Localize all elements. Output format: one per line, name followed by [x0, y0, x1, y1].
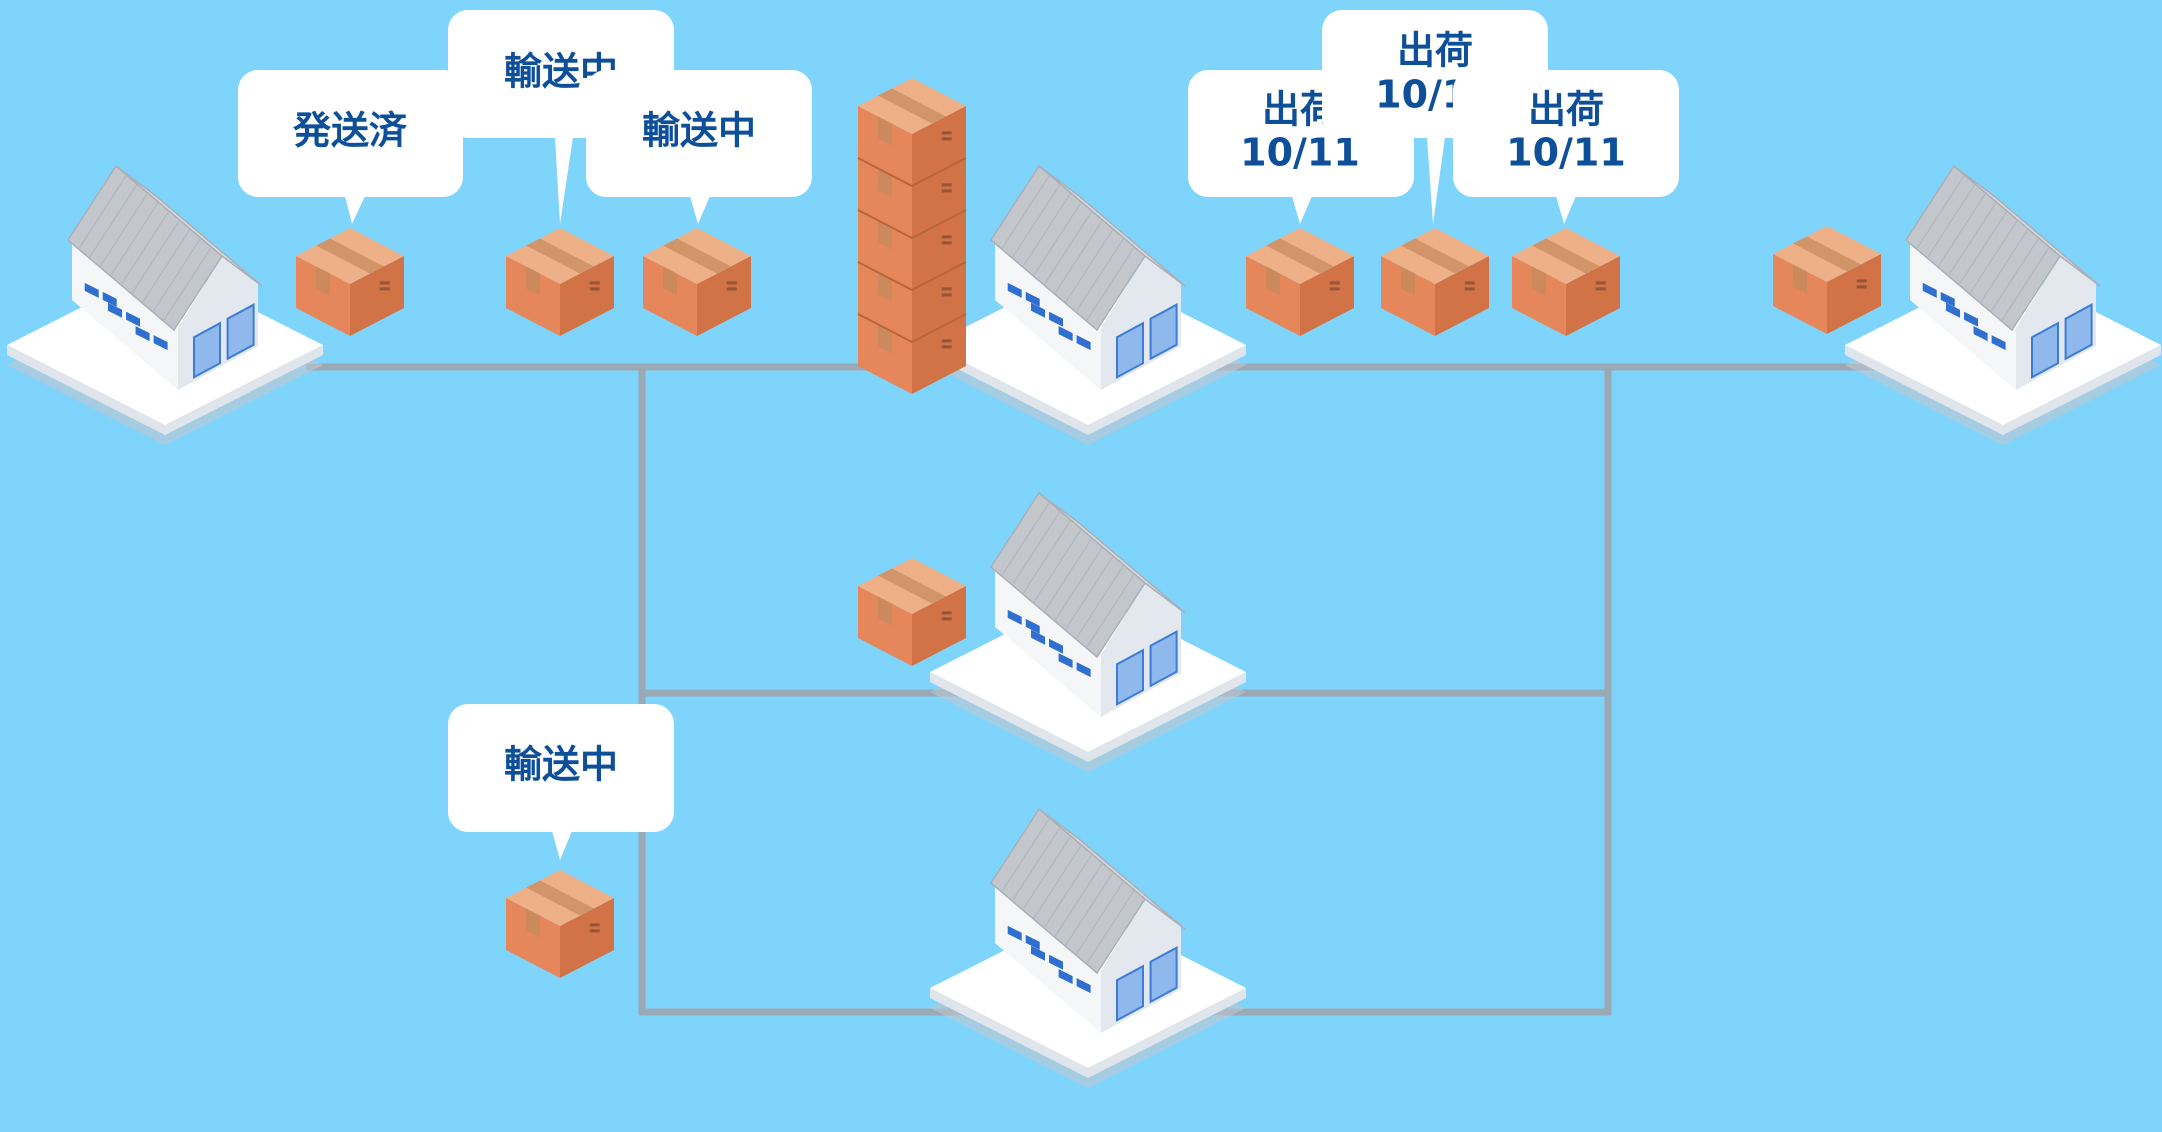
- parcel-box-icon: [643, 228, 751, 336]
- status-bubble-in-transit: 輸送中: [586, 70, 812, 224]
- warehouse-icon: [930, 491, 1246, 772]
- parcel-box-icon: [1512, 228, 1620, 336]
- warehouses: [7, 164, 2161, 1088]
- warehouse-icon: [1845, 164, 2161, 445]
- bubble-label: 出荷: [1397, 29, 1473, 73]
- bubble-date: 10/11: [1506, 131, 1626, 175]
- bubble-label: 出荷: [1528, 88, 1604, 132]
- warehouse-icon: [930, 807, 1246, 1088]
- parcel-box-icon: [506, 228, 614, 336]
- bubble-label: 輸送中: [504, 743, 618, 787]
- status-bubble-shipped: 発送済: [238, 70, 463, 224]
- parcel-box-icon: [857, 78, 967, 394]
- status-bubble-in-transit: 輸送中: [448, 704, 674, 860]
- status-bubble-shipment-date: 出荷 10/11: [1453, 70, 1679, 224]
- parcel-box-icon: [296, 228, 404, 336]
- bubble-label: 発送済: [293, 109, 408, 153]
- parcel-box-icon: [506, 870, 614, 978]
- parcel-box-icon: [1773, 226, 1881, 334]
- bubble-label: 輸送中: [642, 109, 756, 153]
- parcel-box-icon: [1246, 228, 1354, 336]
- parcel-box-icon: [858, 558, 966, 666]
- warehouse-icon: [930, 164, 1246, 445]
- parcel-box-icon: [1381, 228, 1489, 336]
- parcels: [296, 78, 1881, 978]
- status-bubbles: 発送済 輸送中 輸送中 出荷 10/11 出荷 10/11 出荷: [238, 10, 1679, 860]
- warehouse-icon: [7, 164, 323, 445]
